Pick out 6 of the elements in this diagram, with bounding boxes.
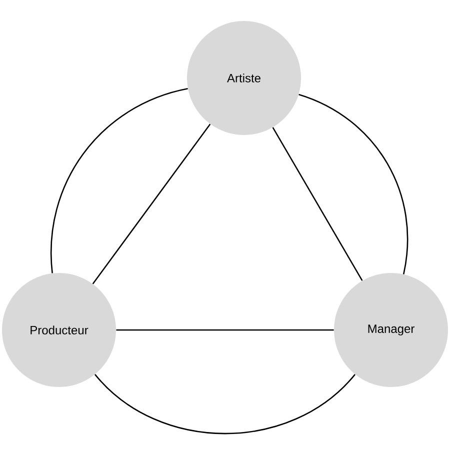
arc-connector	[94, 374, 356, 434]
connector-line	[92, 124, 211, 284]
connector-line	[272, 127, 363, 281]
arc-connector	[298, 94, 408, 274]
connector-line	[116, 329, 334, 331]
arc-connector	[50, 88, 188, 274]
